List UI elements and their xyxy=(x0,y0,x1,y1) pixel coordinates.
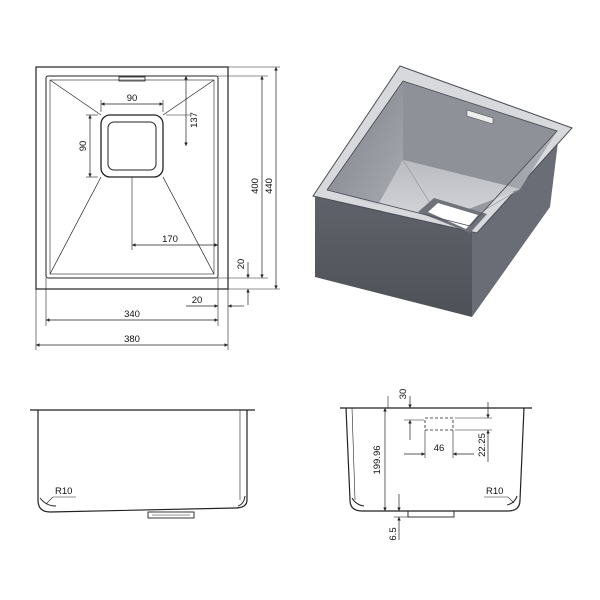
dim-inner-width: 340 xyxy=(124,309,140,320)
drain-outer xyxy=(100,114,164,178)
overflow-slot-3d xyxy=(466,109,494,125)
outer-right-face xyxy=(472,142,558,317)
dim-depth: 199.96 xyxy=(372,445,383,474)
bowl-bottom xyxy=(349,499,521,512)
dim-outer-height: 440 xyxy=(264,178,275,194)
overflow-slot xyxy=(424,417,454,431)
side-view xyxy=(340,396,532,540)
dim-outer-width: 380 xyxy=(124,334,140,345)
dim-flange-bottom: 20 xyxy=(236,259,247,270)
outer-front-face xyxy=(315,197,472,317)
bowl-right-wall xyxy=(519,407,525,501)
dim-overflow-top: 30 xyxy=(398,389,409,400)
outer-flange-outline xyxy=(35,66,229,290)
drain-opening xyxy=(428,203,478,229)
front-corner-radius: R10 xyxy=(55,486,72,497)
slope-line xyxy=(162,176,215,275)
dim-drain-drop: 6.5 xyxy=(388,527,399,540)
slope-line xyxy=(49,176,102,275)
bowl-left-wall xyxy=(345,407,351,501)
bowl-inner-edge xyxy=(49,79,215,275)
dim-drain-offset-top: 137 xyxy=(189,112,200,128)
overflow-slot xyxy=(118,76,146,82)
back-wall xyxy=(327,81,403,205)
bowl-outline xyxy=(45,75,219,279)
top-view-labels: 90 90 137 170 400 440 20 20 340 380 xyxy=(78,93,275,345)
dim-overflow-height: 22.25 xyxy=(477,433,488,457)
dim-flange-right: 20 xyxy=(192,295,203,306)
bowl-bottom xyxy=(37,499,248,513)
dim-drain-width: 90 xyxy=(127,93,138,104)
front-view xyxy=(30,409,255,519)
dim-overflow-width: 46 xyxy=(434,443,445,454)
dim-drain-offset-right: 170 xyxy=(162,234,178,245)
drain-outlet xyxy=(407,510,455,518)
side-view-labels: 30 199.96 46 22.25 R10 6.5 xyxy=(372,389,503,541)
slope-line xyxy=(49,79,102,116)
side-corner-radius: R10 xyxy=(486,486,503,497)
top-view xyxy=(35,66,280,350)
slope-line xyxy=(162,79,215,116)
isometric-render xyxy=(312,65,573,317)
dim-drain-height: 90 xyxy=(78,141,89,152)
drain-inner xyxy=(107,121,157,171)
dim-inner-height: 400 xyxy=(250,178,261,194)
drain-outlet xyxy=(147,511,195,519)
back-wall-right xyxy=(403,81,557,189)
